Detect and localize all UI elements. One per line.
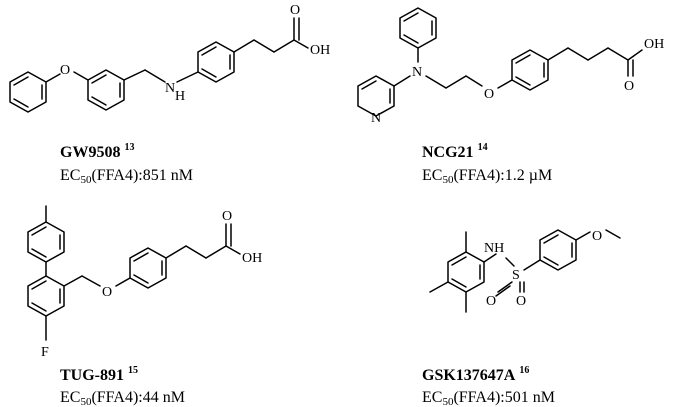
reference-number: 15 [128, 365, 138, 376]
reference-number: 14 [478, 142, 488, 153]
atom-o: O [222, 209, 232, 224]
atom-n: N [371, 111, 381, 126]
atom-o: O [102, 285, 112, 300]
atom-f: F [41, 345, 49, 360]
reference-number: 13 [124, 142, 134, 153]
ec50-activity: EC50(FFA4):44 nM [60, 389, 185, 407]
atom-n: N [412, 65, 422, 80]
compound-name: TUG-891 [60, 367, 124, 384]
ec50-activity: EC50(FFA4):501 nM [422, 389, 555, 407]
compound-name: GW9508 [60, 144, 120, 161]
compound-label-ncg21: NCG21 14 EC50(FFA4):1.2 µM [422, 142, 552, 186]
atom-n: N [165, 81, 175, 96]
compound-label-tug-891: TUG-891 15 EC50(FFA4):44 nM [60, 365, 185, 407]
atom-s: S [512, 268, 520, 283]
structure-gsk137647a: NH S O O O [429, 229, 621, 313]
atom-h: H [175, 89, 185, 104]
ec50-activity: EC50(FFA4):1.2 µM [422, 167, 552, 186]
compound-name: NCG21 [422, 144, 474, 161]
atom-o: O [290, 3, 300, 18]
atom-o: O [486, 294, 496, 309]
atom-oh: OH [242, 251, 262, 266]
structure-tug-891: F O O OH [27, 205, 262, 360]
atom-o: O [624, 79, 634, 94]
atom-oh: OH [644, 37, 664, 52]
atom-nh: NH [484, 241, 504, 256]
atom-o: O [516, 294, 526, 309]
ec50-activity: EC50(FFA4):851 nM [60, 167, 193, 186]
atom-o: O [484, 87, 494, 102]
structure-gw9508: O N H O OH [9, 3, 330, 113]
compound-label-gw9508: GW9508 13 EC50(FFA4):851 nM [60, 142, 193, 186]
atom-o: O [592, 229, 602, 244]
reference-number: 16 [519, 365, 529, 376]
structure-ncg21: N N O O OH [357, 7, 664, 126]
atom-o: O [60, 63, 70, 78]
atom-oh: OH [310, 43, 330, 58]
compound-name: GSK137647A [422, 367, 516, 384]
